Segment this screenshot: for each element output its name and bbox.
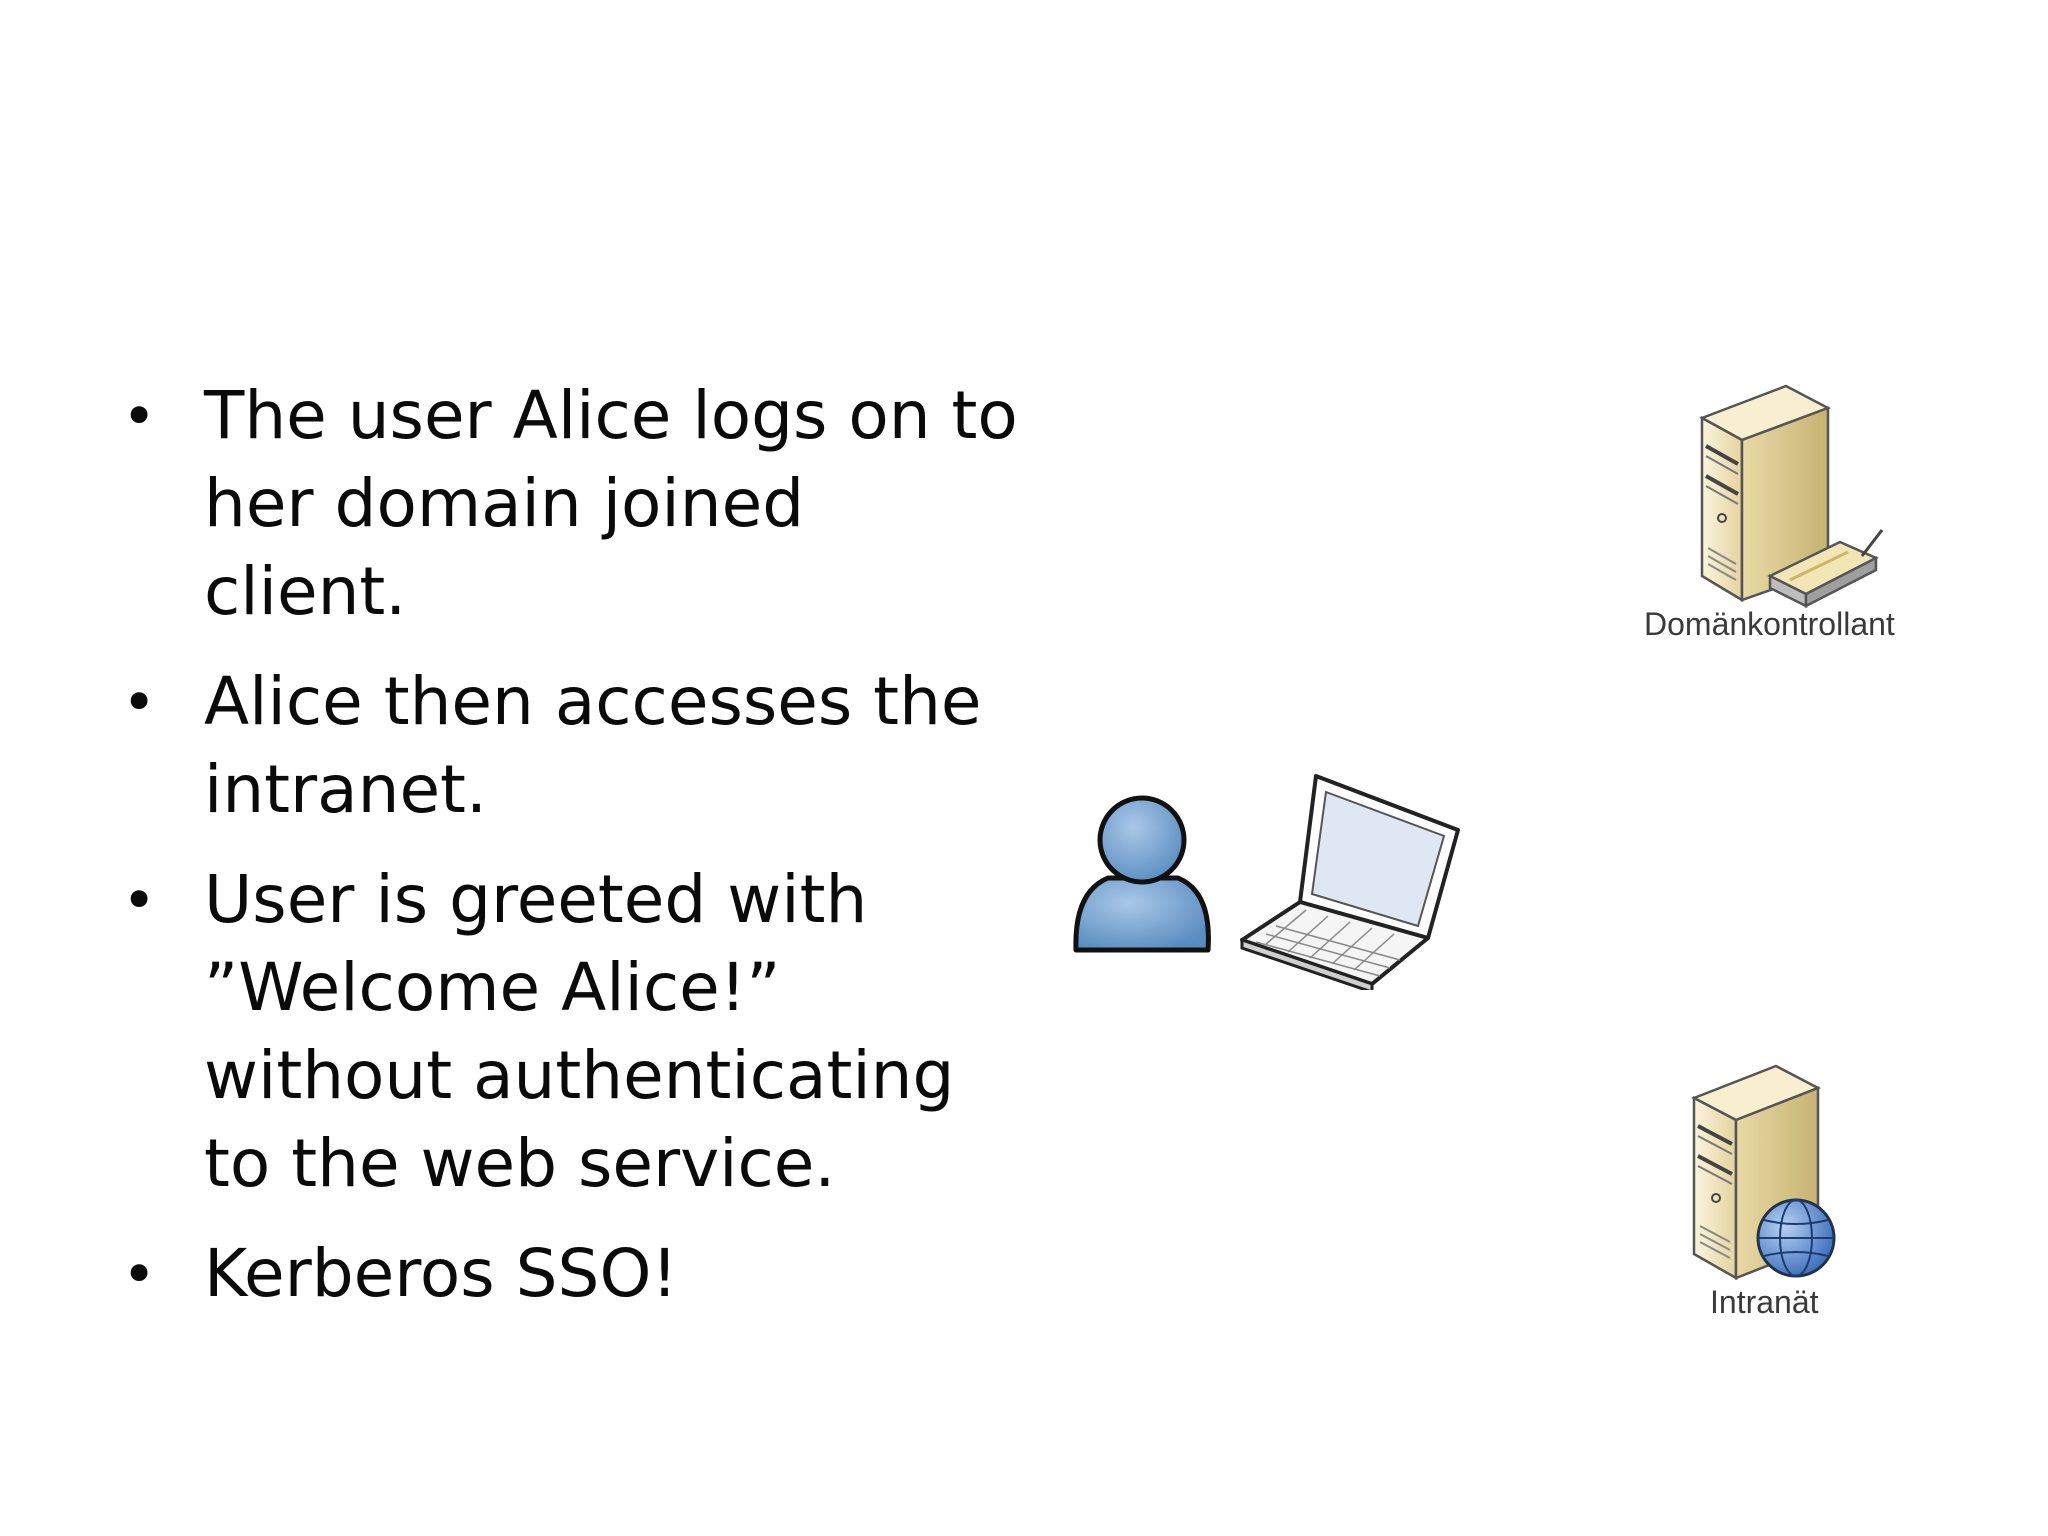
domain-controller-label: Domänkontrollant	[1644, 606, 1895, 642]
bullet-mark: •	[122, 866, 157, 934]
bullet-mark: •	[122, 668, 157, 736]
server-with-globe-icon	[1690, 1064, 1836, 1281]
bullet-item: • Alice then accesses the intranet.	[118, 658, 1018, 834]
bullet-text: The user Alice logs on to her domain joi…	[204, 377, 1018, 630]
bullet-item: • The user Alice logs on to her domain j…	[118, 372, 1018, 636]
bullet-mark: •	[122, 382, 157, 450]
intranet-node: Intranät	[1686, 1060, 1896, 1340]
user-icon	[1073, 795, 1211, 953]
bullet-list: • The user Alice logs on to her domain j…	[118, 372, 1018, 1340]
bullet-text: Kerberos SSO!	[204, 1235, 678, 1312]
laptop-icon	[1240, 774, 1460, 995]
user-node	[1068, 782, 1218, 962]
intranet-label: Intranät	[1710, 1284, 1819, 1320]
laptop-node	[1236, 770, 1466, 995]
bullet-item: • Kerberos SSO!	[118, 1230, 1018, 1318]
domain-controller-node: Domänkontrollant	[1644, 380, 1930, 650]
bullet-text: User is greeted with ”Welcome Alice!” wi…	[204, 861, 955, 1202]
bullet-text: Alice then accesses the intranet.	[204, 663, 982, 828]
server-with-router-icon	[1699, 384, 1884, 609]
bullet-mark: •	[122, 1240, 157, 1308]
bullet-item: • User is greeted with ”Welcome Alice!” …	[118, 856, 1018, 1208]
